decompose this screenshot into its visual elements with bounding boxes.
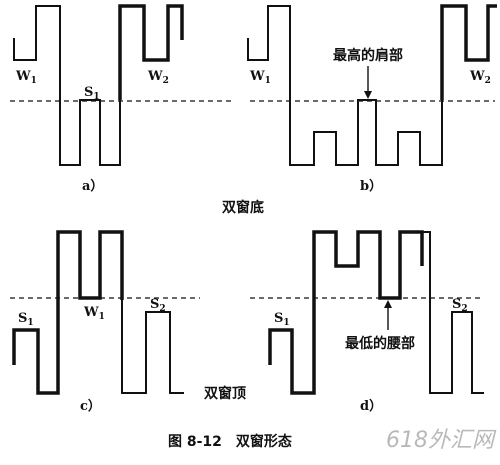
panel-b-wave (247, 5, 443, 166)
panel-d-tag: d） (360, 398, 382, 414)
panel-c-left-window (12, 230, 124, 395)
panel-a-wave (13, 5, 121, 166)
label-w2: W2 (147, 69, 169, 86)
label-w1: W1 (83, 305, 105, 322)
label-s2: S2 (150, 297, 166, 314)
watermark: 618外汇网 (386, 428, 497, 453)
panel-c-tag: c） (80, 398, 101, 414)
label-s1: S1 (274, 311, 290, 328)
panel-d-left-window (268, 230, 424, 395)
panel-b-right-window (440, 4, 497, 100)
label-s1: S1 (18, 311, 34, 328)
panel-a: W1 S1 W2 a） (10, 4, 235, 194)
panel-d-arrow-head (384, 300, 392, 308)
label-s2: S2 (452, 297, 468, 314)
label-s1: S1 (84, 85, 100, 102)
group-label-top: 双窗顶 (204, 385, 246, 402)
panel-b-tag: b） (360, 178, 382, 194)
panel-d-annotation: 最低的腰部 (345, 335, 415, 352)
figure-caption: 图 8-12 双窗形态 (168, 433, 292, 450)
group-label-bottom: 双窗底 (222, 199, 264, 216)
panel-a-tag: a） (82, 178, 103, 194)
panel-c-wave (121, 300, 184, 394)
label-w1: W1 (15, 69, 37, 86)
panel-b: 最高的肩部 W1 W2 b） (247, 4, 497, 194)
panel-b-annotation: 最高的肩部 (333, 47, 403, 64)
label-w1: W1 (249, 69, 271, 86)
panel-c: S1 W1 S2 c） (10, 230, 200, 414)
panel-a-right-window (118, 4, 184, 100)
label-w2: W2 (469, 69, 491, 86)
panel-d-wave (421, 231, 484, 394)
panel-b-arrow-head (364, 91, 372, 99)
panel-d: 最低的腰部 S1 S2 d） (250, 230, 484, 414)
